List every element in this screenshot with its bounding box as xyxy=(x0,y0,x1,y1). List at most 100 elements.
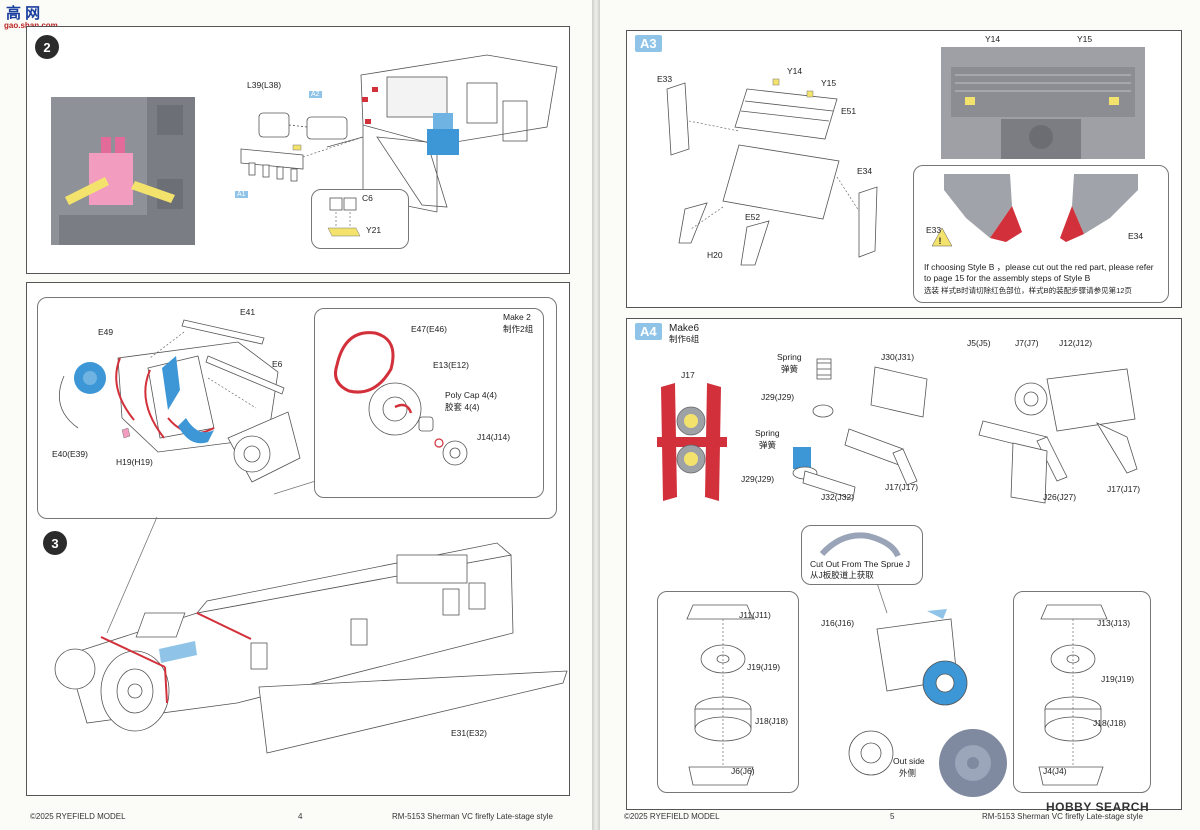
footer-copyright-left: ©2025 RYEFIELD MODEL xyxy=(30,812,126,821)
label-outside-cjk: 外侧 xyxy=(899,768,917,778)
step2-assembly-drawing xyxy=(240,54,558,213)
step-badge-a4: A4 xyxy=(635,323,662,340)
tag-a1: A1 xyxy=(235,191,248,198)
label-e47: E47(E46) xyxy=(411,324,447,334)
right-page: A3 E33 Y14 Y15 E51 E34 xyxy=(600,0,1200,830)
label-make2: Make 2 xyxy=(503,312,531,322)
label-a4-make: Make6 xyxy=(669,323,700,334)
inset-label-e34: E34 xyxy=(1128,231,1144,241)
photo-label-y15: Y15 xyxy=(1077,34,1093,44)
footer-page-number-right: 5 xyxy=(890,812,895,821)
step3-panel: E49 E41 E6 E40(E39) H19(H19) Make 2 制作2 xyxy=(26,282,570,796)
tag-a2: A2 xyxy=(309,91,322,98)
a3-assembly-drawing xyxy=(666,78,878,266)
label-j30: J30(J31) xyxy=(881,352,915,362)
style-b-note-cjk: 选装 样式B时请切除红色部位，样式B的装配步骤请参见第12页 xyxy=(924,286,1132,295)
a3-photo-drawing xyxy=(941,47,1145,159)
step2-panel: 2 xyxy=(26,26,570,274)
make2-callout: Make 2 制作2组 E47(E46) E13(E12) Poly Cap 4… xyxy=(314,308,544,498)
step3-subassembly-frame: E49 E41 E6 E40(E39) H19(H19) Make 2 制作2 xyxy=(37,297,557,519)
label-e49: E49 xyxy=(98,327,114,337)
svg-text:!: ! xyxy=(939,236,942,246)
label-spring-1-cjk: 弹簧 xyxy=(781,364,799,374)
label-j6: J6(J6) xyxy=(731,766,755,776)
label-j13: J13(J13) xyxy=(1097,618,1131,628)
label-outside: Out side xyxy=(893,756,925,766)
label-polycap-cjk: 胶套 4(4) xyxy=(445,402,480,412)
photo-label-y14: Y14 xyxy=(985,34,1001,44)
label-spring-2: Spring xyxy=(755,428,780,438)
label-a3-e52: E52 xyxy=(745,212,761,222)
label-j29-b: J29(J29) xyxy=(741,474,775,484)
step-badge-a3: A3 xyxy=(635,35,662,52)
label-a3-e33: E33 xyxy=(657,74,673,84)
label-l39: L39(L38) xyxy=(247,80,282,90)
label-a3-h20: H20 xyxy=(707,250,723,260)
wheel-subassembly-right xyxy=(1013,591,1151,793)
sprue-part-drawing xyxy=(819,532,901,558)
label-j17-b: J17(J17) xyxy=(885,482,919,492)
label-h19: H19(H19) xyxy=(116,457,153,467)
label-j14: J14(J14) xyxy=(477,432,511,442)
label-e40: E40(E39) xyxy=(52,449,88,459)
label-e6: E6 xyxy=(272,359,283,369)
label-spring-2-cjk: 弹簧 xyxy=(759,440,777,450)
label-j16: J16(J16) xyxy=(821,618,855,628)
label-j19-a: J19(J19) xyxy=(747,662,781,672)
label-j4: J4(J4) xyxy=(1043,766,1067,776)
label-e41: E41 xyxy=(240,307,256,317)
label-e13: E13(E12) xyxy=(433,360,469,370)
step2-reference-photo xyxy=(51,97,195,245)
label-a3-y15: Y15 xyxy=(821,78,837,88)
a3-reference-photo xyxy=(941,47,1145,159)
label-j29-a: J29(J29) xyxy=(761,392,795,402)
callout-c6-y21: C6 Y21 xyxy=(311,189,409,249)
label-j18-a: J18(J18) xyxy=(755,716,789,726)
label-a4-make-cjk: 制作6组 xyxy=(669,334,700,344)
label-a3-y14: Y14 xyxy=(787,66,803,76)
step2-photo-drawing xyxy=(51,97,195,245)
wheel-subassembly-left xyxy=(657,591,799,793)
label-j18-b: J18(J18) xyxy=(1093,718,1127,728)
style-b-note-en: If choosing Style B ，please cut out the … xyxy=(924,262,1154,284)
step-number-3: 3 xyxy=(43,531,67,555)
label-y21: Y21 xyxy=(366,225,382,235)
watermark-url: gao.shan.com xyxy=(4,21,58,30)
cutout-sprue-callout: Cut Out From The Sprue J 从J板胶道上获取 xyxy=(801,525,923,585)
drive-sprocket-drawing xyxy=(58,319,339,495)
footer-copyright-right: ©2025 RYEFIELD MODEL xyxy=(624,812,720,821)
label-j7: J7(J7) xyxy=(1015,338,1039,348)
label-a3-e34: E34 xyxy=(857,166,873,176)
footer-product-right: RM-5153 Sherman VC firefly Late-stage st… xyxy=(982,812,1143,821)
footer-page-number-left: 4 xyxy=(298,812,303,821)
book-spine xyxy=(592,0,600,830)
step-a3-panel: A3 E33 Y14 Y15 E51 E34 xyxy=(626,30,1182,308)
label-cutout: Cut Out From The Sprue J xyxy=(810,559,910,569)
label-j17-c: J17(J17) xyxy=(1107,484,1141,494)
style-b-drawing: ! xyxy=(931,174,1138,247)
style-b-inset: ! E33 E34 If choosing Style B ，please cu… xyxy=(913,165,1169,303)
step3-hull-drawing xyxy=(54,516,568,754)
left-page: 高 网 gao.shan.com 2 xyxy=(0,0,592,830)
label-polycap: Poly Cap 4(4) xyxy=(445,390,497,400)
label-make2-cjk: 制作2组 xyxy=(503,324,534,334)
hobbysearch-watermark: HOBBY SEARCH xyxy=(1046,800,1150,814)
label-j5: J5(J5) xyxy=(967,338,991,348)
label-j32: J32(J32) xyxy=(821,492,855,502)
label-e31: E31(E32) xyxy=(451,728,487,738)
label-spring-1: Spring xyxy=(777,352,802,362)
label-j11: J11(J11) xyxy=(739,610,771,620)
a4-bogie-drawing xyxy=(657,358,1138,797)
label-a3-e51: E51 xyxy=(841,106,857,116)
make2-drawing xyxy=(334,331,468,466)
inset-label-e33: E33 xyxy=(926,225,942,235)
label-j19-b: J19(J19) xyxy=(1101,674,1135,684)
label-j12: J12(J12) xyxy=(1059,338,1093,348)
footer-product-left: RM-5153 Sherman VC firefly Late-stage st… xyxy=(392,812,553,821)
step-number-2: 2 xyxy=(35,35,59,59)
label-j26: J26(J27) xyxy=(1043,492,1077,502)
step-a4-panel: A4 Make6 制作6组 xyxy=(626,318,1182,810)
watermark-logo: 高 网 xyxy=(6,5,41,22)
label-c6: C6 xyxy=(362,193,373,203)
c6-y21-drawing xyxy=(327,197,361,237)
